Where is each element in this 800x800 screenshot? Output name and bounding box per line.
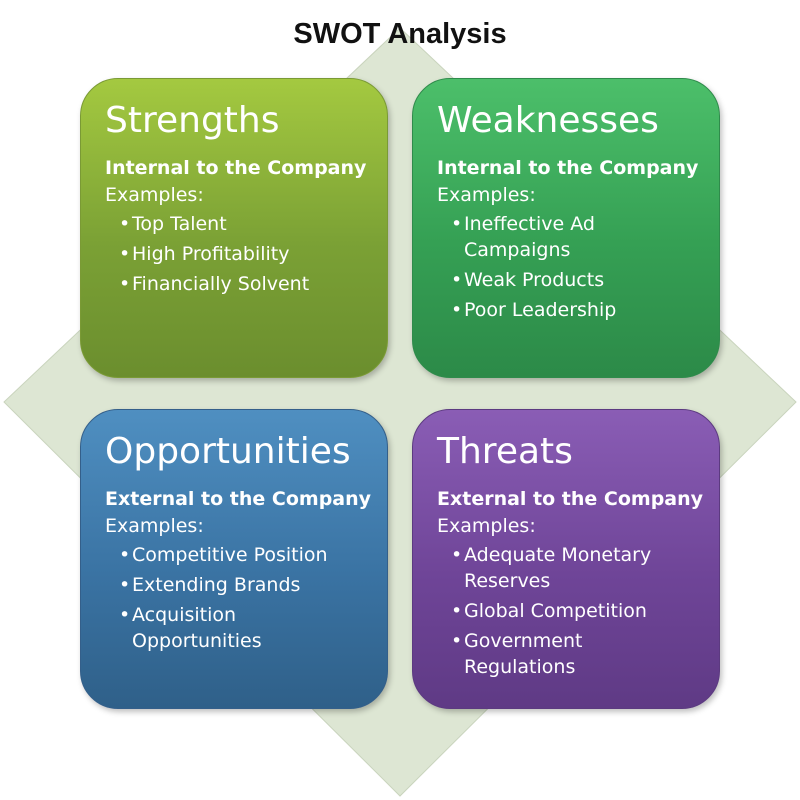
bullet-icon: •	[451, 213, 463, 235]
examples-list: •Adequate Monetary Reserves •Global Comp…	[437, 542, 719, 680]
bullet-icon: •	[119, 273, 131, 295]
quadrant-subtitle: Internal to the Company	[437, 157, 699, 179]
list-item: •Ineffective Ad Campaigns	[451, 213, 595, 261]
diagram-title: SWOT Analysis	[293, 18, 507, 50]
threats-quadrant: Threats External to the Company Examples…	[412, 409, 720, 709]
list-item: •Competitive Position	[119, 544, 328, 566]
examples-list: •Ineffective Ad Campaigns •Weak Products…	[437, 211, 719, 323]
weaknesses-quadrant: Weaknesses Internal to the Company Examp…	[412, 78, 720, 378]
bullet-icon: •	[119, 604, 131, 626]
quadrant-title: Opportunities	[105, 431, 351, 472]
list-item: •Adequate Monetary Reserves	[451, 544, 652, 592]
bullet-icon: •	[451, 630, 463, 652]
list-item: •Extending Brands	[119, 574, 301, 596]
quadrant-title: Threats	[437, 431, 573, 472]
list-item: •Government Regulations	[451, 630, 583, 678]
list-item: •Acquisition Opportunities	[119, 604, 262, 652]
quadrant-subtitle: Internal to the Company	[105, 157, 367, 179]
bullet-icon: •	[451, 299, 463, 321]
bullet-icon: •	[119, 544, 131, 566]
bullet-icon: •	[119, 243, 131, 265]
bullet-icon: •	[451, 269, 463, 291]
bullet-icon: •	[451, 544, 463, 566]
strengths-quadrant: Strengths Internal to the Company Exampl…	[80, 78, 388, 378]
bullet-icon: •	[451, 600, 463, 622]
quadrant-title: Weaknesses	[437, 100, 659, 141]
bullet-icon: •	[119, 574, 131, 596]
quadrant-title: Strengths	[105, 100, 280, 141]
quadrant-subtitle: External to the Company	[437, 488, 704, 510]
quadrant-subtitle: External to the Company	[105, 488, 372, 510]
examples-label: Examples:	[105, 515, 204, 537]
list-item: •Poor Leadership	[451, 299, 617, 321]
examples-label: Examples:	[105, 184, 204, 206]
list-item: •Top Talent	[119, 213, 227, 235]
examples-list: •Top Talent •High Profitability •Financi…	[105, 211, 387, 297]
list-item: •High Profitability	[119, 243, 290, 265]
examples-label: Examples:	[437, 184, 536, 206]
opportunities-quadrant: Opportunities External to the Company Ex…	[80, 409, 388, 709]
list-item: •Financially Solvent	[119, 273, 310, 295]
examples-label: Examples:	[437, 515, 536, 537]
list-item: •Global Competition	[451, 600, 647, 622]
examples-list: •Competitive Position •Extending Brands …	[105, 542, 387, 654]
bullet-icon: •	[119, 213, 131, 235]
list-item: •Weak Products	[451, 269, 605, 291]
